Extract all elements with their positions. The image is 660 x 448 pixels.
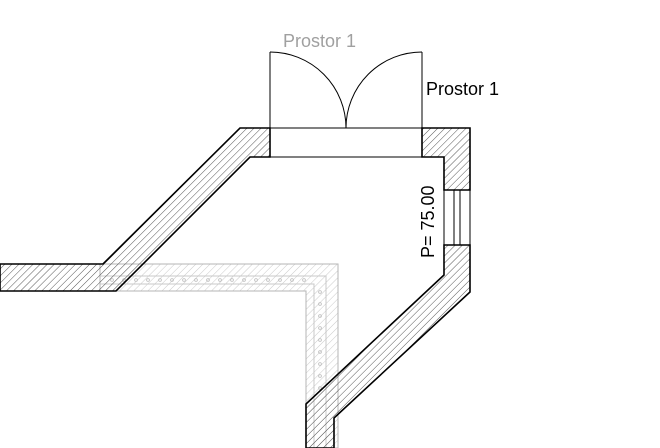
ghost-wall: [99, 263, 339, 448]
insulation-dots: [110, 278, 322, 390]
double-door: [269, 51, 423, 158]
window: [443, 189, 471, 246]
room-name-label: Prostor 1: [426, 79, 499, 99]
room-area-label: P= 75.00: [418, 185, 438, 258]
wall-lower-right: [305, 244, 471, 448]
ghost-room-label: Prostor 1: [283, 31, 356, 51]
wall-upper-right: [421, 127, 471, 191]
